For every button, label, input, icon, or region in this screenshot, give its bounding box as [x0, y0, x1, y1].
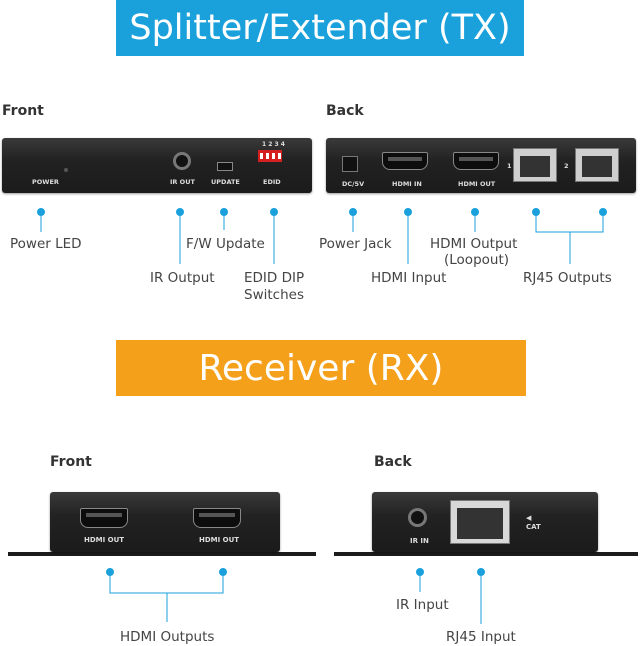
ir-out-panel-label: IR OUT — [170, 178, 195, 186]
rx-title-banner: Receiver (RX) — [116, 340, 526, 396]
hdmi-out-panel-label: HDMI OUT — [458, 180, 496, 188]
power-panel-label: POWER — [32, 178, 59, 186]
hdmi-outputs-label: HDMI Outputs — [120, 629, 215, 645]
rx-back-panel: IR IN ◀ CAT — [372, 492, 598, 552]
power-led-icon — [64, 168, 68, 172]
tx-front-heading: Front — [2, 103, 44, 119]
hdmi-out-1-panel-label: HDMI OUT — [84, 536, 125, 544]
ir-in-panel-label: IR IN — [410, 537, 429, 545]
hdmi-out-port-icon — [453, 152, 499, 170]
ir-out-jack-icon — [173, 152, 191, 170]
ir-in-jack-icon — [408, 508, 427, 527]
cat-panel-label: CAT — [526, 523, 541, 531]
edid-label-line2: Switches — [244, 287, 304, 303]
hdmi-out-2-panel-label: HDMI OUT — [199, 536, 240, 544]
rj45-port-1-icon — [513, 148, 557, 182]
tx-title-banner: Splitter/Extender (TX) — [116, 0, 524, 56]
port-2-label: 2 — [564, 162, 569, 170]
hdmi-output-label-line2: (Loopout) — [444, 252, 510, 268]
mini-usb-port-icon — [217, 162, 233, 171]
edid-label-line1: EDID DIP — [244, 270, 305, 286]
dc-panel-label: DC/5V — [342, 180, 365, 188]
tx-back-panel: DC/5V HDMI IN HDMI OUT 1 2 — [326, 138, 636, 193]
dip-switch-icon — [258, 150, 282, 162]
ir-output-label: IR Output — [150, 270, 215, 286]
rj45-input-label: RJ45 Input — [446, 629, 516, 645]
rx-back-heading: Back — [374, 454, 412, 470]
update-panel-label: UPDATE — [211, 178, 240, 186]
power-jack-label: Power Jack — [319, 236, 392, 252]
rx-front-mount-bracket — [8, 552, 316, 556]
hdmi-in-panel-label: HDMI IN — [392, 180, 422, 188]
rx-title: Receiver (RX) — [198, 347, 444, 389]
cat-arrow-icon: ◀ — [526, 514, 532, 522]
ir-input-label: IR Input — [396, 597, 449, 613]
rj45-outputs-label: RJ45 Outputs — [523, 270, 612, 286]
tx-back-heading: Back — [326, 103, 364, 119]
hdmi-input-label: HDMI Input — [371, 270, 447, 286]
rj45-input-port-icon — [450, 500, 510, 544]
rx-back-mount-bracket — [334, 552, 638, 556]
tx-front-panel: POWER IR OUT UPDATE 1 2 3 4 EDID — [2, 138, 312, 193]
hdmi-out-1-port-icon — [80, 508, 128, 528]
fw-update-label: F/W Update — [186, 236, 265, 252]
hdmi-output-label-line1: HDMI Output — [430, 236, 518, 252]
power-led-label: Power LED — [10, 236, 82, 252]
rx-front-heading: Front — [50, 454, 92, 470]
hdmi-out-2-port-icon — [193, 508, 241, 528]
edid-panel-label: EDID — [263, 178, 281, 186]
hdmi-in-port-icon — [382, 152, 428, 170]
port-1-label: 1 — [507, 162, 512, 170]
dc-jack-icon — [342, 156, 358, 172]
rx-front-panel: HDMI OUT HDMI OUT — [50, 492, 280, 552]
rj45-port-2-icon — [575, 148, 619, 182]
dip-numbers: 1 2 3 4 — [262, 141, 285, 148]
tx-title: Splitter/Extender (TX) — [129, 8, 511, 48]
